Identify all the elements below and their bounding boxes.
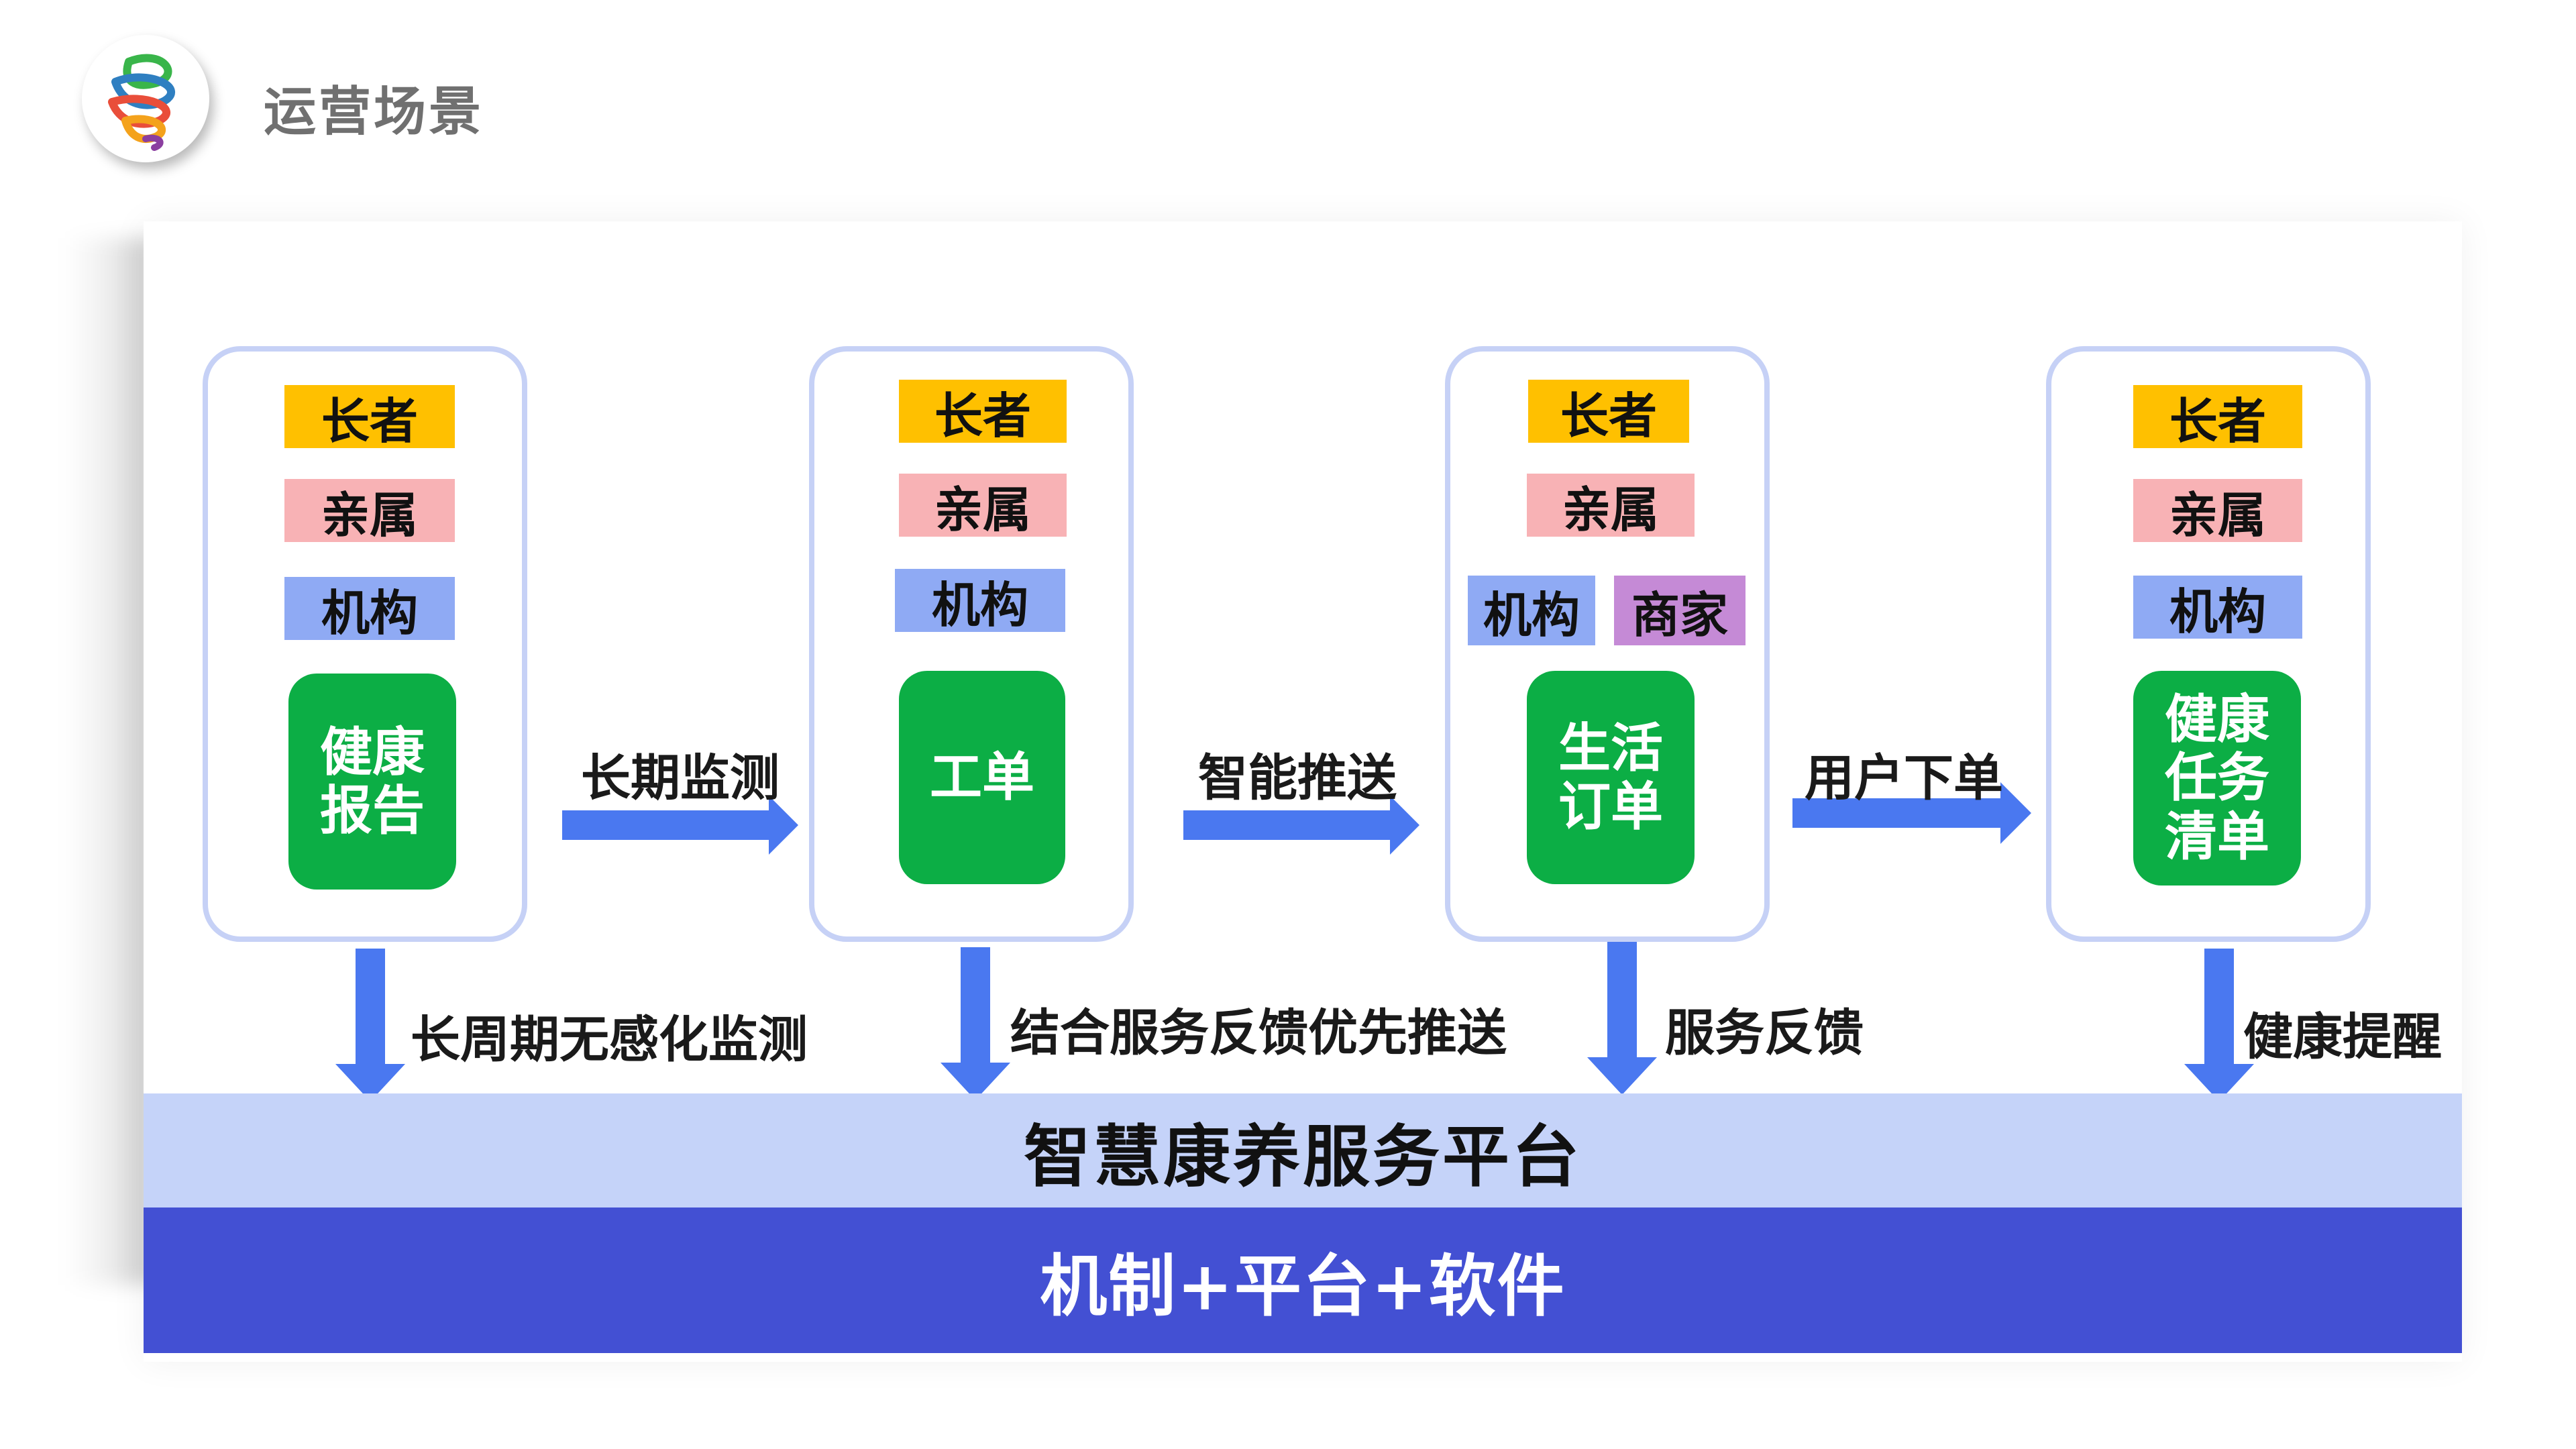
box-line: 健康: [319, 721, 425, 783]
down-arrow-icon: [2184, 949, 2254, 1102]
down-arrow-icon: [1587, 942, 1657, 1095]
right-arrow-icon: [562, 796, 798, 855]
box-line: 报告: [319, 780, 425, 841]
box-line: 清单: [2164, 806, 2269, 867]
app-logo: [82, 35, 209, 162]
box-line: 任务: [2164, 747, 2269, 809]
tag-family: 亲属: [284, 479, 455, 543]
down-label-monitoring: 长周期无感化监测: [411, 1011, 808, 1069]
tag-merchant: 商家: [1614, 576, 1746, 645]
mechanism-bar: 机制+平台+软件: [144, 1208, 2462, 1353]
life-order-box: 生活 订单: [1527, 671, 1695, 884]
tag-elder: 长者: [284, 385, 455, 449]
tag-family: 亲属: [1527, 474, 1695, 538]
tag-org: 机构: [1468, 576, 1595, 645]
swirl-logo-icon: [108, 54, 175, 151]
tag-family: 亲属: [899, 474, 1067, 538]
health-report-box: 健康 报告: [288, 674, 456, 890]
tag-elder: 长者: [899, 380, 1067, 444]
tag-org: 机构: [895, 569, 1065, 633]
down-label-service-feedback: 服务反馈: [1665, 1004, 1864, 1062]
box-line: 工单: [929, 747, 1034, 808]
down-arrow-icon: [941, 947, 1010, 1100]
work-order-box: 工单: [899, 671, 1065, 884]
right-arrow-icon: [1183, 796, 1419, 855]
flow-label-long-term-monitoring: 长期监测: [581, 749, 780, 807]
decorative-shadow: [64, 238, 155, 1285]
right-arrow-icon: [1792, 782, 2031, 844]
box-line: 订单: [1558, 776, 1663, 837]
platform-bar: 智慧康养服务平台: [144, 1093, 2462, 1208]
tag-org: 机构: [2133, 576, 2302, 640]
box-line: 生活: [1558, 717, 1663, 779]
down-arrow-icon: [335, 949, 405, 1102]
down-label-feedback-push: 结合服务反馈优先推送: [1010, 1004, 1507, 1062]
page-title: 运营场景: [264, 81, 484, 142]
tag-org: 机构: [284, 577, 455, 641]
down-label-health-reminder: 健康提醒: [2243, 1008, 2442, 1066]
tag-elder: 长者: [1528, 380, 1689, 444]
flow-label-smart-push: 智能推送: [1198, 749, 1397, 807]
health-task-list-box: 健康 任务 清单: [2133, 671, 2301, 885]
tag-family: 亲属: [2133, 479, 2302, 543]
tag-elder: 长者: [2133, 385, 2302, 449]
flow-label-user-order: 用户下单: [1805, 749, 2003, 807]
box-line: 健康: [2164, 688, 2269, 750]
